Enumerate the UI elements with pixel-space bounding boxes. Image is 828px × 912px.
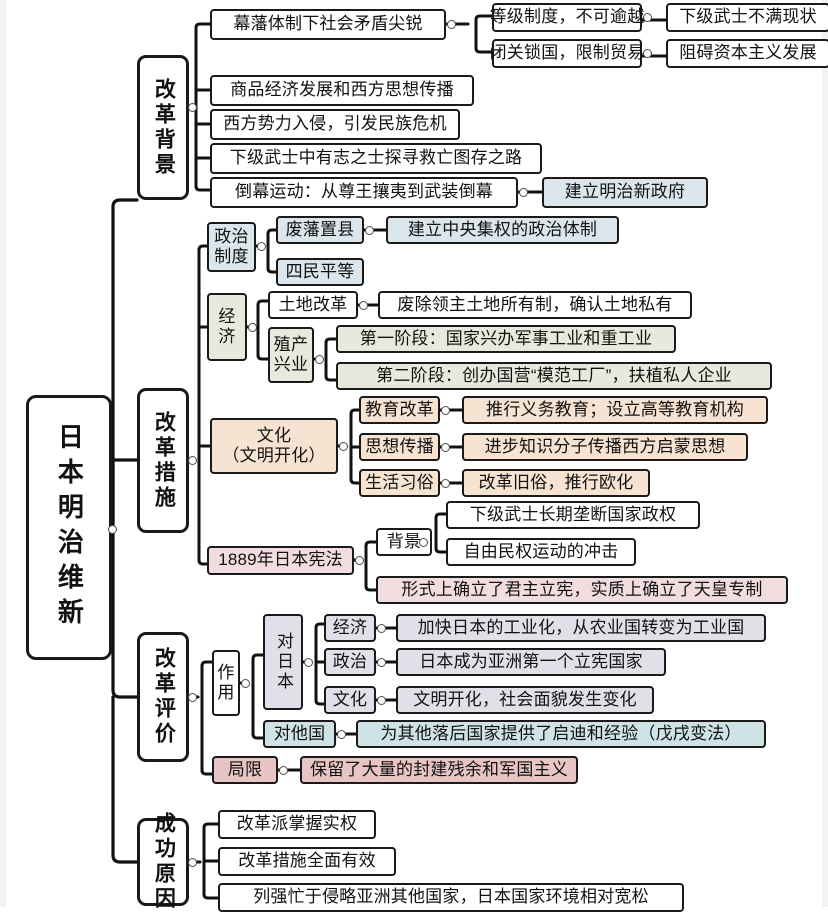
node-thought-spread[interactable]: 思想传播 [359, 433, 440, 461]
collapse-dot-japan-culture[interactable] [377, 696, 386, 705]
node-hinder-capitalism[interactable]: 阻碍资本主义发展 [666, 39, 828, 68]
node-japan-politics[interactable]: 政治 [324, 648, 376, 676]
branch-reform-measures[interactable]: 改革措施 [137, 388, 189, 533]
branch-reform-evaluation[interactable]: 改革评价 [137, 632, 189, 762]
node-japan-culture[interactable]: 文化 [324, 686, 376, 714]
node-abolish-domains[interactable]: 废藩置县 [276, 216, 364, 244]
branch-success-reasons[interactable]: 成功原因 [137, 812, 189, 912]
collapse-dot-for-other-countries[interactable] [337, 730, 346, 739]
node-for-other-countries[interactable]: 对他国 [263, 720, 336, 748]
node-western-invasion[interactable]: 西方势力入侵，引发民族危机 [210, 109, 460, 140]
node-centralized-polity[interactable]: 建立中央集权的政治体制 [386, 216, 619, 244]
collapse-dot-japan-politics[interactable] [377, 658, 386, 667]
node-toppling-shogunate[interactable]: 倒幕运动：从尊王攘夷到武装倒幕 [210, 177, 518, 208]
node-culture-measure[interactable]: 文化 （文明开化） [210, 418, 338, 474]
node-limitations[interactable]: 局限 [212, 756, 278, 784]
node-industrialization[interactable]: 加快日本的工业化，从农业国转变为工业国 [396, 614, 766, 642]
node-feudal-remnants[interactable]: 保留了大量的封建残余和军国主义 [300, 756, 578, 784]
node-inspiration-for-others[interactable]: 为其他落后国家提供了启迪和经验（戊戌变法） [356, 720, 766, 748]
node-four-classes-equal[interactable]: 四民平等 [276, 258, 364, 286]
node-closed-country[interactable]: 闭关锁国，限制贸易 [490, 39, 644, 68]
collapse-dot-toppling[interactable] [519, 188, 528, 197]
node-meiji-government[interactable]: 建立明治新政府 [542, 177, 708, 208]
collapse-dot-bakuhan[interactable] [447, 20, 456, 29]
node-stage-one[interactable]: 第一阶段：国家兴办军事工业和重工业 [336, 325, 676, 353]
node-comprehensive-measures[interactable]: 改革措施全面有效 [218, 847, 396, 876]
node-economy-measure-label: 经 济 [218, 307, 236, 346]
collapse-dot-japan-economy[interactable] [377, 624, 386, 633]
collapse-dot-reform-measures[interactable] [188, 456, 197, 465]
collapse-dot-political-system[interactable] [257, 242, 266, 251]
branch-success-reasons-label: 成功原因 [152, 812, 176, 912]
collapse-dot-success-reasons[interactable] [188, 858, 197, 867]
node-commodity-economy[interactable]: 商品经济发展和西方思想传播 [210, 75, 474, 106]
collapse-dot-reform-background[interactable] [188, 103, 197, 112]
branch-reform-background[interactable]: 改革背景 [137, 55, 189, 200]
node-land-reform[interactable]: 土地改革 [268, 291, 358, 319]
node-political-system[interactable]: 政治 制度 [207, 222, 256, 272]
node-samurai-seek-path[interactable]: 下级武士中有志之士探寻救亡图存之路 [210, 143, 542, 174]
node-social-change[interactable]: 文明开化，社会面貌发生变化 [396, 686, 654, 714]
collapse-dot-economy-measure[interactable] [248, 323, 257, 332]
node-civil-rights-movement[interactable]: 自由民权运动的冲击 [446, 538, 636, 566]
collapse-dot-culture-measure[interactable] [339, 442, 348, 451]
node-lenient-environment[interactable]: 列强忙于侵略亚洲其他国家，日本国家环境相对宽松 [218, 883, 684, 912]
collapse-dot-constitution-background[interactable] [419, 538, 428, 547]
node-enlightenment-thought[interactable]: 进步知识分子传播西方启蒙思想 [462, 433, 748, 461]
collapse-dot-reform-evaluation[interactable] [188, 693, 197, 702]
mindmap-canvas[interactable]: 日本明治维新 改革背景 幕藩体制下社会矛盾尖锐 等级制度，不可逾越 下级武士不满… [6, 0, 828, 912]
node-effects[interactable]: 作 用 [212, 650, 240, 716]
collapse-dot-closed-country[interactable] [643, 49, 652, 58]
node-samurai-monopoly[interactable]: 下级武士长期垄断国家政权 [446, 501, 700, 529]
node-class-system[interactable]: 等级制度，不可逾越 [490, 3, 644, 32]
collapse-dot-1889-constitution[interactable] [355, 556, 364, 565]
collapse-dot-root[interactable] [108, 525, 117, 534]
collapse-dot-limitations[interactable] [279, 766, 288, 775]
node-reformers-in-power[interactable]: 改革派掌握实权 [218, 810, 376, 839]
collapse-dot-thought-spread[interactable] [441, 443, 450, 452]
node-japan-economy[interactable]: 经济 [324, 614, 376, 642]
collapse-dot-abolish-domains[interactable] [365, 226, 374, 235]
node-bakuhan-contradiction[interactable]: 幕藩体制下社会矛盾尖锐 [210, 9, 446, 40]
node-1889-constitution[interactable]: 1889年日本宪法 [207, 546, 354, 575]
collapse-dot-education-reform[interactable] [441, 406, 450, 415]
node-industry-promotion-label: 殖产 兴业 [273, 335, 309, 374]
node-economy-measure[interactable]: 经 济 [207, 293, 247, 361]
root-node[interactable]: 日本明治维新 [26, 395, 112, 660]
node-first-constitutional-state[interactable]: 日本成为亚洲第一个立宪国家 [396, 648, 666, 676]
node-constitution-background[interactable]: 背景 [376, 528, 432, 556]
node-political-system-label: 政治 制度 [214, 227, 249, 266]
node-westernization[interactable]: 改革旧俗，推行欧化 [462, 469, 650, 497]
node-industry-promotion[interactable]: 殖产 兴业 [268, 327, 314, 383]
node-for-japan[interactable]: 对日本 [263, 614, 303, 710]
collapse-dot-class-system[interactable] [643, 13, 652, 22]
node-abolish-lord-land[interactable]: 废除领主土地所有制，确认土地私有 [378, 291, 692, 319]
node-effects-label: 作 用 [217, 663, 235, 702]
collapse-dot-effects[interactable] [241, 679, 250, 688]
collapse-dot-lifestyle-customs[interactable] [441, 479, 450, 488]
node-lifestyle-customs[interactable]: 生活习俗 [359, 469, 440, 497]
collapse-dot-industry-promotion[interactable] [315, 355, 324, 364]
node-formal-monarchy-actual-autocracy[interactable]: 形式上确立了君主立宪，实质上确立了天皇专制 [376, 576, 788, 604]
collapse-dot-for-japan[interactable] [304, 658, 313, 667]
collapse-dot-land-reform[interactable] [359, 301, 368, 310]
node-education-reform[interactable]: 教育改革 [359, 396, 440, 424]
node-culture-measure-label: 文化 （文明开化） [222, 426, 326, 465]
node-stage-two[interactable]: 第二阶段：创办国营“模范工厂”，扶植私人企业 [336, 362, 772, 390]
node-compulsory-education[interactable]: 推行义务教育；设立高等教育机构 [462, 396, 768, 424]
node-lower-samurai-discontent[interactable]: 下级武士不满现状 [666, 3, 828, 32]
